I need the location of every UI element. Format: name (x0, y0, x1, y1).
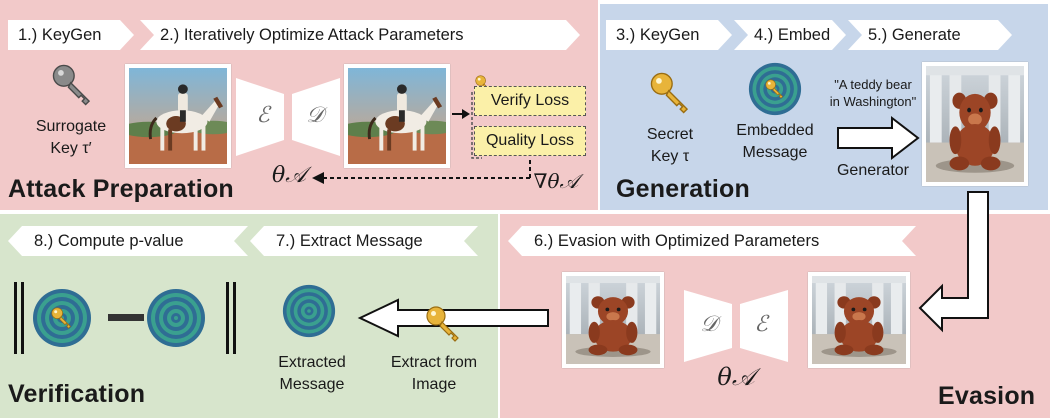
original-horse-image (125, 64, 231, 168)
evasion-decoder-symbol: 𝒟 (700, 312, 718, 337)
extracted-label: Extracted (278, 354, 346, 371)
step-2-optimize-attack: 2.) Iteratively Optimize Attack Paramete… (140, 20, 580, 50)
generator-arrow (837, 115, 920, 161)
attack-preparation-title: Attack Preparation (8, 175, 234, 203)
verification-title: Verification (8, 380, 146, 408)
embedded-label: Embedded (736, 122, 814, 139)
evasion-theta-symbol: θ𝒜 (717, 363, 755, 391)
secret-key-icon (648, 70, 694, 116)
surrogate-key-icon (50, 62, 96, 108)
reference-message-ring-icon (32, 288, 92, 348)
step-1-keygen: 1.) KeyGen (8, 20, 134, 50)
extraction-key-icon (424, 304, 464, 344)
evasion-encoder-symbol: ℰ (754, 312, 768, 337)
teddy-image-before-evasion (562, 272, 664, 368)
secret-key-label: Key τ (650, 148, 690, 165)
theta-attack-symbol: θ𝒜 (272, 163, 307, 188)
generation-to-evasion-arrow (918, 191, 989, 333)
extracted-message-label: Message (279, 376, 345, 393)
gradient-symbol: ∇θ𝒜 (533, 169, 579, 193)
arrow-to-losses (452, 109, 470, 119)
surrogate-label: Surrogate (35, 118, 107, 135)
prompt-text-line2: in Washington" (829, 94, 917, 109)
step-3-keygen: 3.) KeyGen (606, 20, 732, 50)
surrogate-key-label: Key τ′ (50, 140, 92, 157)
distance-norm-graphic (14, 282, 236, 354)
reconstructed-horse-image (344, 64, 450, 168)
step-8-compute-p-value: 8.) Compute p-value (8, 226, 248, 256)
decoder-symbol: 𝒟 (306, 103, 324, 128)
image-label: Image (411, 376, 457, 393)
step-7-extract-message: 7.) Extract Message (250, 226, 478, 256)
extracted-message-ring-icon (282, 284, 336, 338)
encoder-symbol: ℰ (256, 103, 270, 128)
step-4-embed: 4.) Embed (734, 20, 846, 50)
message-label: Message (742, 144, 808, 161)
secret-label: Secret (646, 126, 694, 143)
quality-loss-box: Quality Loss (474, 126, 586, 156)
extracted-message-ring-icon-compare (146, 288, 206, 348)
verify-loss-box: Verify Loss (474, 86, 586, 116)
evasion-title: Evasion (938, 382, 1036, 410)
extract-arrow (357, 298, 549, 338)
autoencoder-shape (236, 78, 340, 156)
extract-from-label: Extract from (390, 354, 478, 371)
step-5-generate: 5.) Generate (848, 20, 1012, 50)
gradient-feedback-arrow (312, 160, 531, 184)
generation-title: Generation (616, 175, 750, 203)
generator-label: Generator (836, 162, 910, 179)
prompt-text-line1: "A teddy bear (834, 77, 912, 92)
teddy-image-after-evasion (808, 272, 910, 368)
generated-teddy-image (922, 62, 1028, 186)
evasion-autoencoder-shape (684, 290, 788, 362)
step-6-evasion: 6.) Evasion with Optimized Parameters (508, 226, 916, 256)
embedded-message-ring-icon (748, 62, 802, 116)
